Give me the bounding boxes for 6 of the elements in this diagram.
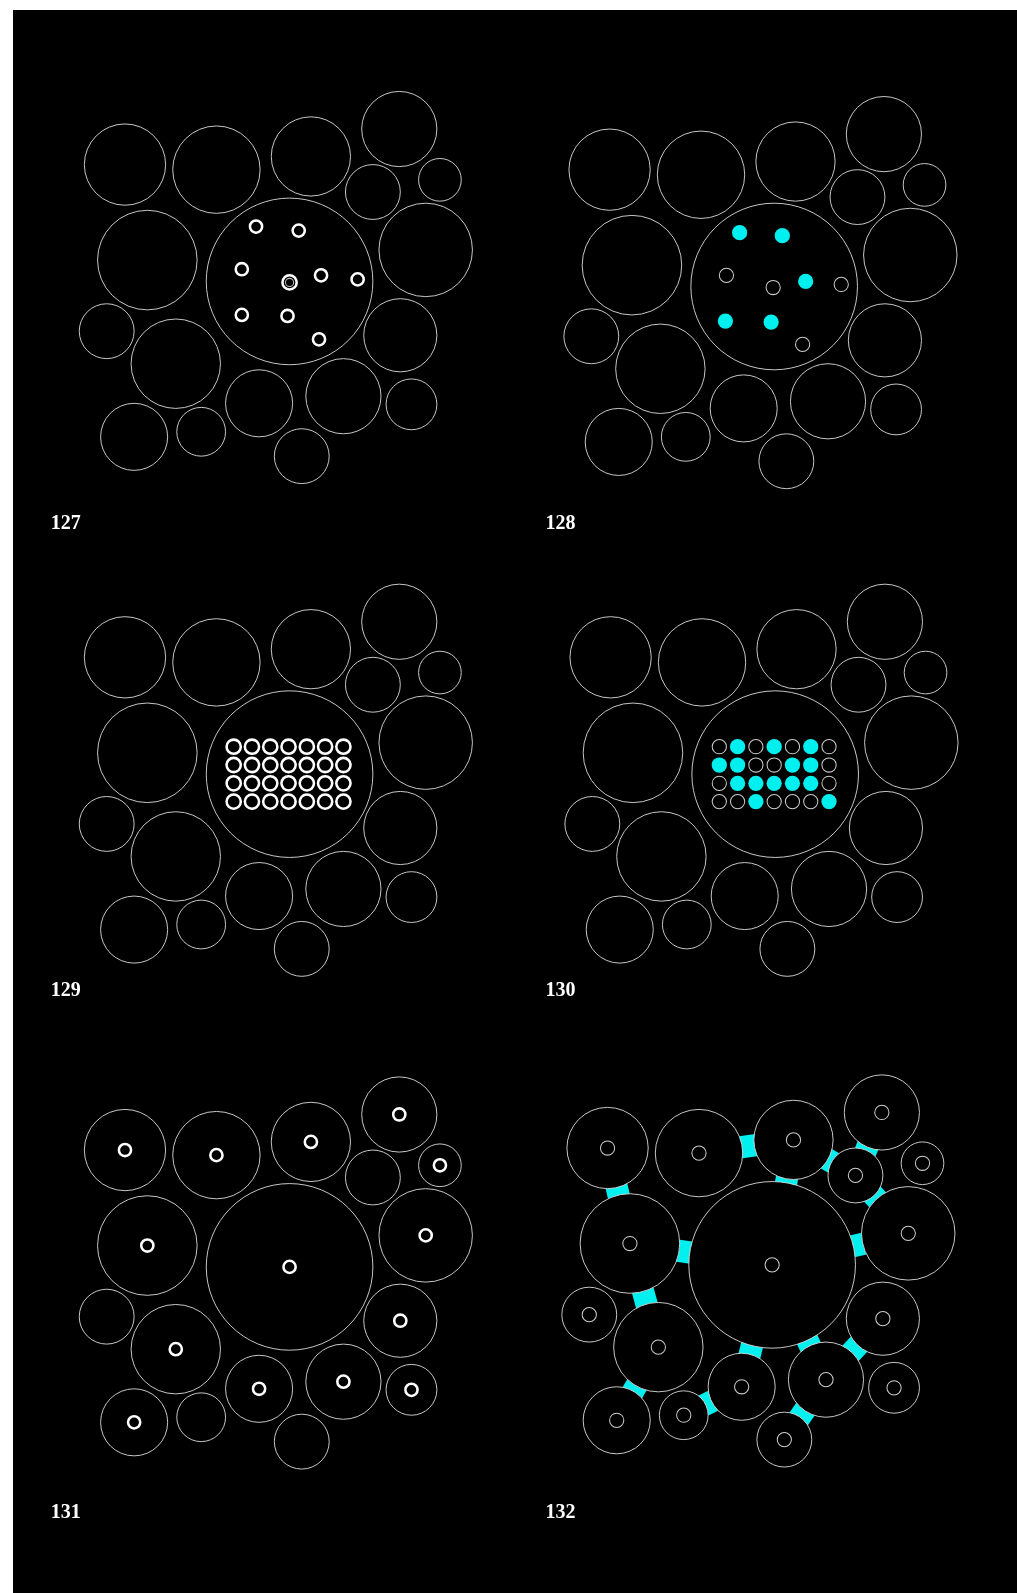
figure-number: 128	[545, 511, 576, 534]
figure-number: 131	[50, 1499, 81, 1522]
figure-number: 127	[50, 511, 81, 534]
figure-number: 132	[545, 1499, 576, 1522]
figure-number: 130	[545, 978, 576, 1001]
figure-number: 129	[50, 978, 81, 1001]
